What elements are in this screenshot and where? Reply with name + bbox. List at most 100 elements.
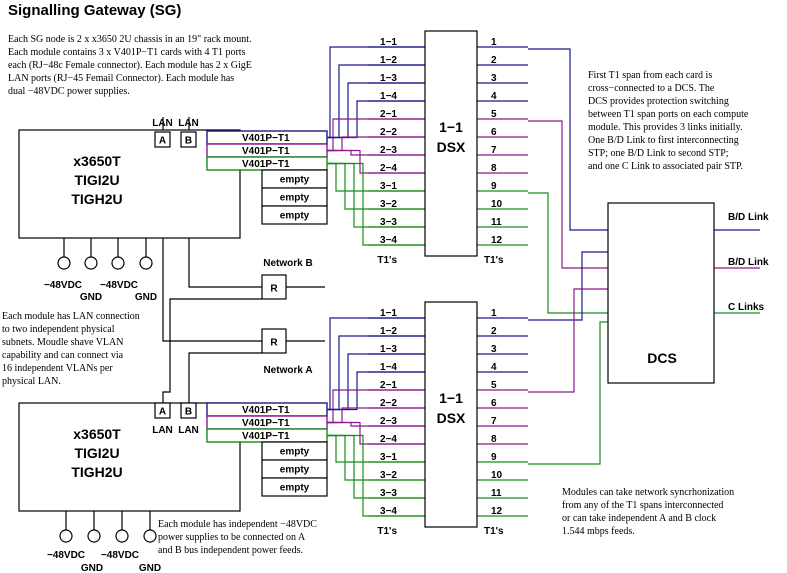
card-to-dsx-wire [327, 46, 425, 139]
dsx-left-port: 2−2 [380, 127, 397, 138]
power-label: −48VDC [100, 280, 138, 291]
note-line: cross−connected to a DCS. The [588, 83, 715, 94]
note-line: 16 independent VLANs per [2, 363, 113, 374]
empty-slot-label: empty [280, 175, 310, 186]
power-connector-icon [111, 256, 125, 270]
note-line: Each module contains 3 x V401P−T1 cards … [8, 47, 246, 58]
card-to-dsx-wire [327, 434, 425, 517]
card-to-dsx-wire [327, 434, 425, 463]
note-line: from any of the T1 spans interconnected [562, 500, 723, 511]
dsx-left-port: 1−2 [380, 326, 397, 337]
dsx-right-port: 7 [491, 416, 497, 427]
router-label: R [270, 284, 278, 295]
note-line: Each module has LAN connection [2, 311, 140, 322]
lan-port-b-label: B [185, 407, 192, 418]
note-line: capability and can connect via [2, 350, 124, 361]
note-line: to two independent physical [2, 324, 115, 335]
dcs-label-bg [640, 345, 684, 369]
card-to-dsx-wire [327, 136, 425, 152]
component-layer: x3650TTIGI2UTIGH2UALANBLANV401P−T1V401P−… [18, 30, 769, 573]
note-line: between T1 span ports on each compute [588, 109, 749, 120]
note-dcs: First T1 span from each card is cross−co… [588, 70, 749, 172]
dsx-left-port: 3−2 [380, 199, 397, 210]
dsx-right-port: 8 [491, 163, 497, 174]
note-sync: Modules can take network syncrhonization… [562, 487, 734, 537]
dsx-left-port: 3−3 [380, 488, 397, 499]
dsx-left-port: 2−3 [380, 145, 397, 156]
card-to-dsx-wire [327, 434, 425, 481]
dsx-right-port: 10 [491, 199, 503, 210]
v401p-card-label: V401P−T1 [242, 159, 290, 170]
power-label: −48VDC [44, 280, 82, 291]
power-label: −48VDC [101, 550, 139, 561]
dsx-left-port: 1−2 [380, 55, 397, 66]
lan-label: LAN [178, 425, 199, 436]
dsx-to-dcs-wire [528, 251, 608, 321]
dsx-footer-right: T1's [484, 255, 504, 266]
router-icon[interactable] [261, 328, 287, 354]
note-line: each (RJ−48c Female connector). Each mod… [8, 60, 252, 71]
note-line: module. This provides 3 links initially. [588, 122, 742, 133]
dsx-left-port: 3−1 [380, 181, 397, 192]
dcs-label: DCS [647, 350, 677, 366]
dsx-right-port: 3 [491, 344, 497, 355]
dsx-left-port: 2−3 [380, 416, 397, 427]
v401p-card-label: V401P−T1 [242, 146, 290, 157]
dsx-label-bg [433, 387, 469, 435]
note-line: physical LAN. [2, 376, 61, 387]
card-to-dsx-wire [327, 162, 425, 210]
module-label: TIGH2U [71, 464, 122, 480]
power-connector-icon [115, 529, 129, 543]
dsx-right-port: 9 [491, 181, 497, 192]
dsx-to-dcs-wire [528, 120, 608, 269]
empty-slot [261, 477, 328, 497]
dsx-right-port: 8 [491, 434, 497, 445]
lan-b-wire-2 [188, 352, 262, 403]
router-icon[interactable] [261, 274, 287, 300]
dsx-right-port: 5 [491, 380, 497, 391]
power-connector-icon [57, 256, 71, 270]
note-line: Each SG node is 2 x x3650 2U chassis in … [8, 34, 252, 45]
note-line: One B/D Link to first interconnecting [588, 135, 739, 146]
lan-port-b[interactable] [180, 131, 197, 148]
dsx-right-port: 2 [491, 55, 497, 66]
dsx-right-port: 1 [491, 308, 497, 319]
note-line: and one C Link to associated pair STP. [588, 161, 743, 172]
dsx-right-port: 6 [491, 127, 497, 138]
note-chassis: Each SG node is 2 x x3650 2U chassis in … [8, 34, 252, 97]
power-label: GND [139, 563, 161, 573]
dsx-left-port: 3−3 [380, 217, 397, 228]
power-label: GND [135, 292, 157, 303]
empty-slot [261, 205, 328, 225]
note-line: dual −48VDC power supplies. [8, 86, 130, 97]
card-to-dsx-wire [327, 82, 425, 139]
card-to-dsx-wire [327, 149, 425, 156]
card-to-dsx-wire [327, 353, 425, 411]
dsx-right-port: 3 [491, 73, 497, 84]
dcs-link-label: B/D Link [728, 212, 769, 223]
note-line: STP; one B/D Link to second STP; [588, 148, 729, 159]
v401p-card-label: V401P−T1 [242, 405, 290, 416]
v401p-card-label: V401P−T1 [242, 431, 290, 442]
dsx-right-port: 2 [491, 326, 497, 337]
lan-port-a[interactable] [154, 402, 171, 419]
dsx-label: 1−1 [439, 119, 463, 135]
note-power: Each module has independent −48VDC power… [158, 519, 317, 556]
dsx-to-dcs-wire [528, 192, 608, 314]
dsx-footer-left: T1's [377, 526, 397, 537]
dsx-left-port: 2−1 [380, 109, 397, 120]
dsx-left-port: 2−1 [380, 380, 397, 391]
dsx-to-dcs-wire [528, 288, 608, 393]
lan-port-a[interactable] [154, 131, 171, 148]
dsx-right-port: 5 [491, 109, 497, 120]
card-to-dsx-wire [327, 335, 425, 411]
card-to-dsx-wire [327, 407, 425, 424]
dcs-link-label: C Links [728, 302, 765, 313]
lan-port-a-label: A [159, 136, 166, 147]
card-to-dsx-wire [327, 434, 425, 499]
dsx-left-port: 3−1 [380, 452, 397, 463]
note-line: LAN ports (RJ−45 Femail Connector). Each… [8, 73, 234, 84]
power-connector-icon [143, 529, 157, 543]
lan-port-b[interactable] [180, 402, 197, 419]
